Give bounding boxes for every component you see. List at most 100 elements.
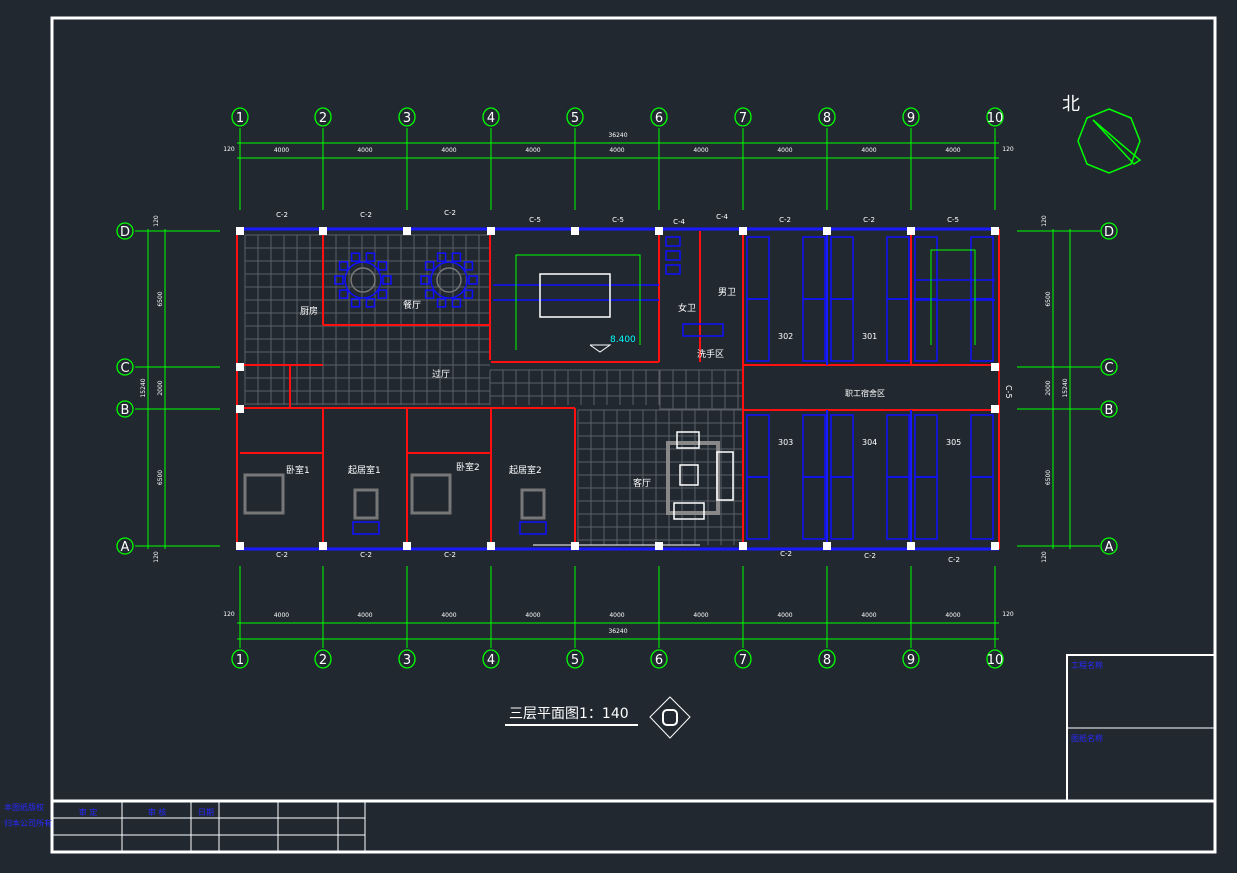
window-label: C-2 [360, 211, 372, 219]
axis-bubble [734, 649, 752, 669]
axis-label-D: D [1104, 225, 1114, 240]
axis-bubble [398, 107, 416, 127]
dimension-edge: 120 [1041, 215, 1048, 227]
column [571, 542, 579, 550]
dimension-label: 4000 [693, 147, 708, 154]
dimension-label: 4000 [777, 147, 792, 154]
dimension-label: 4000 [274, 612, 289, 619]
bunk-bed [802, 414, 826, 478]
furniture [243, 236, 995, 540]
axis-label-7: 7 [739, 111, 747, 126]
room-304: 304 [862, 438, 877, 447]
axis-label-D: D [120, 225, 130, 240]
wash-basin [682, 323, 724, 337]
bunk-bed [886, 298, 910, 362]
chair [338, 289, 349, 299]
room-303: 303 [778, 438, 793, 447]
axis-bubble [902, 649, 920, 669]
coffee-table [679, 464, 699, 486]
axis-label-6: 6 [655, 653, 663, 668]
column [403, 227, 411, 235]
axis-bubble [398, 649, 416, 669]
title-block-grid [52, 801, 366, 852]
axis-bubble [986, 107, 1004, 127]
window-label: C-2 [948, 556, 960, 564]
axis-label-C: C [1104, 361, 1113, 376]
column [403, 542, 411, 550]
axis-label-3: 3 [403, 111, 411, 126]
dimension-edge: 120 [1002, 611, 1014, 618]
window-label: C-4 [673, 218, 685, 226]
bunk-bed [970, 236, 994, 300]
window-label: C-2 [276, 211, 288, 219]
axis-bubble [314, 649, 332, 669]
stair-well [539, 273, 611, 318]
column [236, 405, 244, 413]
room-kitchen: 厨房 [300, 305, 318, 317]
axis-bubble [482, 107, 500, 127]
bunk-bed [914, 476, 938, 540]
room-living1: 起居室1 [348, 464, 381, 476]
window-label: C-2 [864, 552, 876, 560]
chair [463, 289, 474, 299]
axis-label-6: 6 [655, 111, 663, 126]
axis-label-8: 8 [823, 111, 831, 126]
column [236, 542, 244, 550]
axis-label-9: 9 [907, 111, 915, 126]
axis-bubble [116, 400, 134, 418]
dimension-label: 4000 [861, 147, 876, 154]
room-hall: 过厅 [432, 368, 450, 380]
axis-bubble [1100, 400, 1118, 418]
axis-bubble [650, 649, 668, 669]
floor-tiles [244, 234, 742, 545]
chair [377, 289, 388, 299]
toilet [665, 250, 681, 261]
sofa [519, 521, 547, 535]
dimension-edge: 120 [223, 611, 235, 618]
axis-bubble [818, 649, 836, 669]
column [991, 542, 999, 550]
window-label: C-4 [716, 213, 728, 221]
room-302: 302 [778, 332, 793, 341]
dimension-label: 4000 [274, 147, 289, 154]
chair [451, 252, 462, 262]
carpet [666, 441, 720, 515]
dimension-label: 4000 [693, 612, 708, 619]
axis-bubble [1100, 537, 1118, 555]
room-305: 305 [946, 438, 961, 447]
table-top [350, 267, 376, 293]
dimension-label: 4000 [945, 147, 960, 154]
dimension-edge: 120 [1002, 146, 1014, 153]
bunk-bed [830, 298, 854, 362]
chair [420, 275, 430, 285]
chair [436, 252, 447, 262]
chair [424, 289, 435, 299]
dimension-label: 4000 [441, 147, 456, 154]
column [571, 227, 579, 235]
sofa [673, 502, 705, 520]
window-label: C-2 [863, 216, 875, 224]
bed [243, 473, 285, 515]
dimension-label: 2000 [1045, 380, 1052, 395]
axis-bubble [314, 107, 332, 127]
dimension-edge: 120 [223, 146, 235, 153]
axis-label-8: 8 [823, 653, 831, 668]
sofa [716, 451, 734, 501]
axis-label-1: 1 [236, 653, 244, 668]
dimension-total: 36240 [608, 132, 627, 139]
bunk-bed [970, 298, 994, 362]
bunk-bed [830, 236, 854, 300]
chair [436, 298, 447, 308]
axis-bubble [116, 222, 134, 240]
chair [365, 298, 376, 308]
bunk-bed [914, 414, 938, 478]
column [319, 542, 327, 550]
north-circle [1077, 108, 1141, 174]
axis-label-2: 2 [319, 653, 327, 668]
axis-bubble [116, 537, 134, 555]
north-label: 北 [1062, 94, 1080, 115]
tv-cabinet [353, 488, 379, 520]
bed [410, 473, 452, 515]
column [823, 542, 831, 550]
